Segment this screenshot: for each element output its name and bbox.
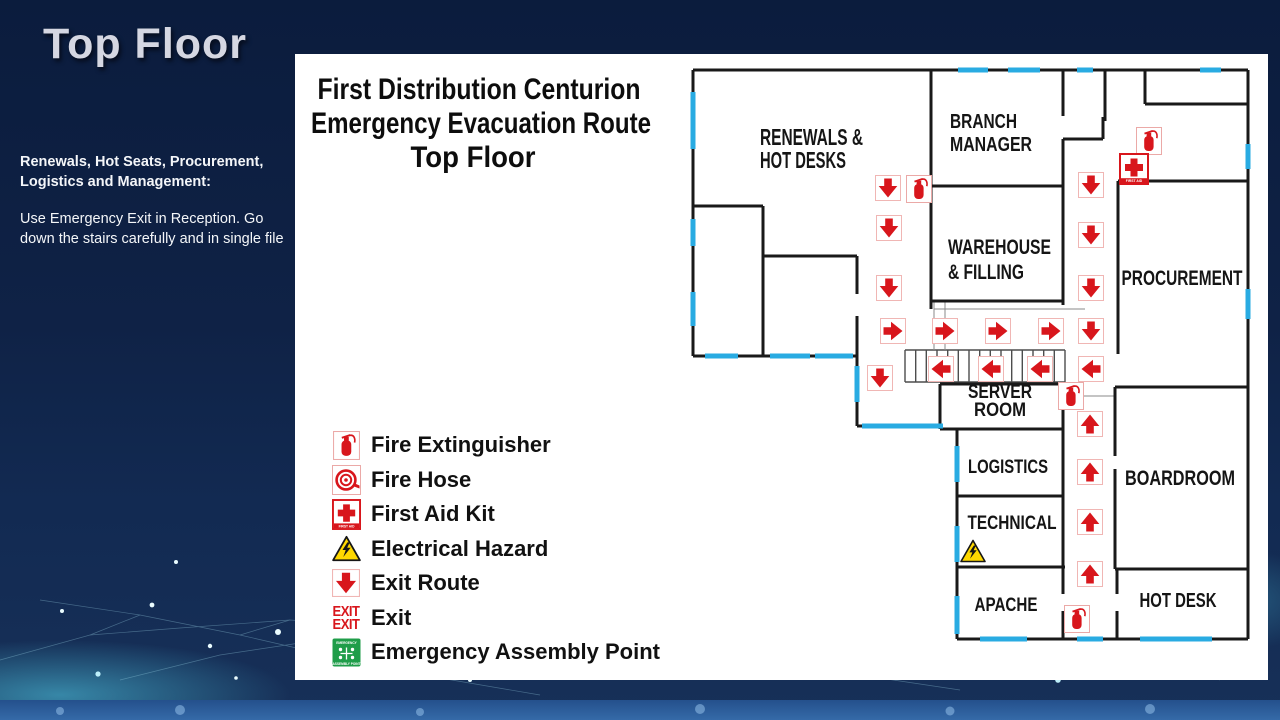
- legend-label: Electrical Hazard: [371, 535, 549, 561]
- legend-label: Exit Route: [371, 570, 480, 596]
- exit-sign-icon: EXIT EXIT: [332, 602, 360, 633]
- room-labels: RENEWALS & HOT DESKS BRANCH MANAGER WARE…: [760, 111, 1243, 616]
- electrical-hazard-icon: [960, 539, 986, 563]
- fire-extinguisher-icon: [1135, 126, 1163, 156]
- map-title-line1: First Distribution Centurion: [318, 73, 641, 106]
- room-label-apache: APACHE: [975, 595, 1038, 616]
- room-label-renewals-line2: HOT DESKS: [760, 147, 846, 173]
- legend-label: Fire Extinguisher: [371, 432, 551, 458]
- exit-arrow-down-icon: [876, 215, 902, 241]
- evacuation-note: Renewals, Hot Seats, Procurement, Logist…: [20, 153, 294, 249]
- legend-label: Emergency Assembly Point: [371, 639, 660, 665]
- room-label-renewals-line1: RENEWALS &: [760, 124, 863, 150]
- exit-arrow-right-icon: [880, 318, 906, 344]
- map-title-line3: Top Floor: [411, 141, 536, 174]
- legend-row-electrical-hazard: Electrical Hazard: [328, 532, 660, 567]
- room-label-procurement: PROCUREMENT: [1122, 267, 1243, 290]
- exit-arrow-down-icon: [1078, 222, 1104, 248]
- exit-arrow-up-icon: [1077, 561, 1103, 587]
- corridor-lines: [933, 301, 1115, 397]
- electrical-hazard-icon: [331, 536, 361, 562]
- room-label-technical: TECHNICAL: [968, 513, 1057, 534]
- fire-extinguisher-icon: [1063, 604, 1091, 634]
- exit-arrow-up-icon: [1077, 459, 1103, 485]
- floor-plan-panel: First Distribution Centurion Emergency E…: [295, 54, 1268, 680]
- exit-arrow-down-icon: [1078, 172, 1104, 198]
- legend-row-first-aid: First Aid Kit: [328, 497, 660, 532]
- exit-arrow-up-icon: [1077, 411, 1103, 437]
- assembly-point-icon: [331, 637, 361, 667]
- room-label-branch-manager-line2: MANAGER: [950, 134, 1032, 156]
- exit-arrow-left-icon: [978, 356, 1004, 382]
- legend-row-assembly-point: Emergency Assembly Point: [328, 635, 660, 670]
- exit-arrow-left-icon: [1027, 356, 1053, 382]
- fire-extinguisher-icon: [905, 174, 933, 204]
- note-heading: Renewals, Hot Seats, Procurement, Logist…: [20, 154, 264, 190]
- exit-arrow-down-icon: [876, 275, 902, 301]
- exit-arrow-left-icon: [928, 356, 954, 382]
- exit-arrow-down-icon: [1078, 275, 1104, 301]
- legend-row-fire-extinguisher: Fire Extinguisher: [328, 428, 660, 463]
- room-label-server-room-line1: SERVER: [968, 382, 1032, 403]
- exit-arrow-up-icon: [1077, 509, 1103, 535]
- room-label-warehouse-line2: & FILLING: [948, 261, 1024, 284]
- fire-extinguisher-icon: [1057, 381, 1085, 411]
- exit-arrow-down-icon: [1078, 318, 1104, 344]
- room-label-boardroom: BOARDROOM: [1125, 467, 1235, 490]
- legend-row-exit-route: Exit Route: [328, 566, 660, 601]
- exit-arrow-down-icon: [867, 365, 893, 391]
- legend: Fire Extinguisher Fire Hose First Aid Ki…: [328, 428, 660, 670]
- exit-sign-line2: EXIT: [332, 615, 360, 633]
- exit-arrow-down-icon: [875, 175, 901, 201]
- legend-row-fire-hose: Fire Hose: [328, 463, 660, 498]
- exit-sign-line1: EXIT: [332, 602, 360, 620]
- fire-hose-icon: [331, 464, 361, 495]
- note-body: Use Emergency Exit in Reception. Go down…: [20, 211, 284, 247]
- room-label-branch-manager-line1: BRANCH: [950, 111, 1017, 133]
- room-label-server-room-line2: ROOM: [974, 400, 1026, 421]
- map-title: First Distribution Centurion Emergency E…: [311, 73, 651, 174]
- room-label-warehouse-line1: WAREHOUSE: [948, 236, 1051, 259]
- exit-arrow-right-icon: [985, 318, 1011, 344]
- exit-arrow-left-icon: [1078, 356, 1104, 382]
- exit-arrow-right-icon: [1038, 318, 1064, 344]
- exit-door-markers: [690, 67, 1251, 642]
- exit-route-icon: [332, 569, 360, 598]
- map-title-line2: Emergency Evacuation Route: [311, 107, 651, 140]
- first-aid-icon: [1119, 153, 1149, 185]
- room-label-hot-desk: HOT DESK: [1140, 590, 1217, 612]
- legend-label: Exit: [371, 604, 412, 630]
- exit-arrow-right-icon: [932, 318, 958, 344]
- floor-plan: First Distribution Centurion Emergency E…: [311, 67, 1251, 642]
- fire-extinguisher-icon: [332, 430, 360, 460]
- legend-label: Fire Hose: [371, 466, 472, 492]
- room-label-logistics: LOGISTICS: [968, 457, 1048, 478]
- slide-title: Top Floor: [43, 20, 248, 68]
- legend-row-exit: EXIT EXIT Exit: [328, 601, 660, 636]
- legend-label: First Aid Kit: [371, 501, 495, 527]
- first-aid-kit-icon: [331, 498, 361, 530]
